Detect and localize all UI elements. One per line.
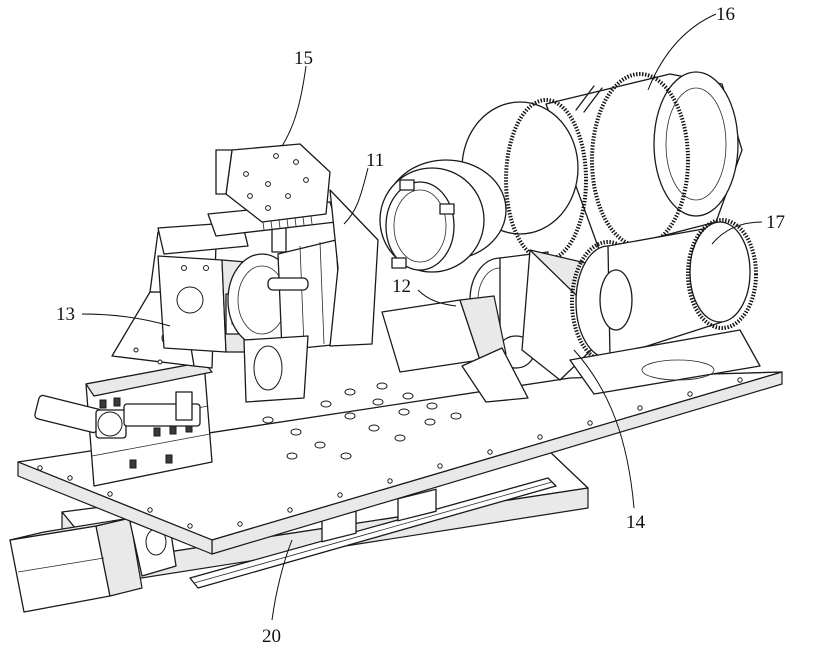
label-16: 16 <box>716 4 735 25</box>
rotation-stage <box>228 222 342 402</box>
label-20: 20 <box>262 626 281 647</box>
label-15: 15 <box>294 48 313 69</box>
label-13: 13 <box>56 304 75 325</box>
label-17: 17 <box>766 212 785 233</box>
label-12: 12 <box>392 276 411 297</box>
label-11: 11 <box>366 150 384 171</box>
front-lens-flange <box>380 160 506 272</box>
label-14: 14 <box>626 512 646 533</box>
octagonal-plate <box>216 144 330 222</box>
